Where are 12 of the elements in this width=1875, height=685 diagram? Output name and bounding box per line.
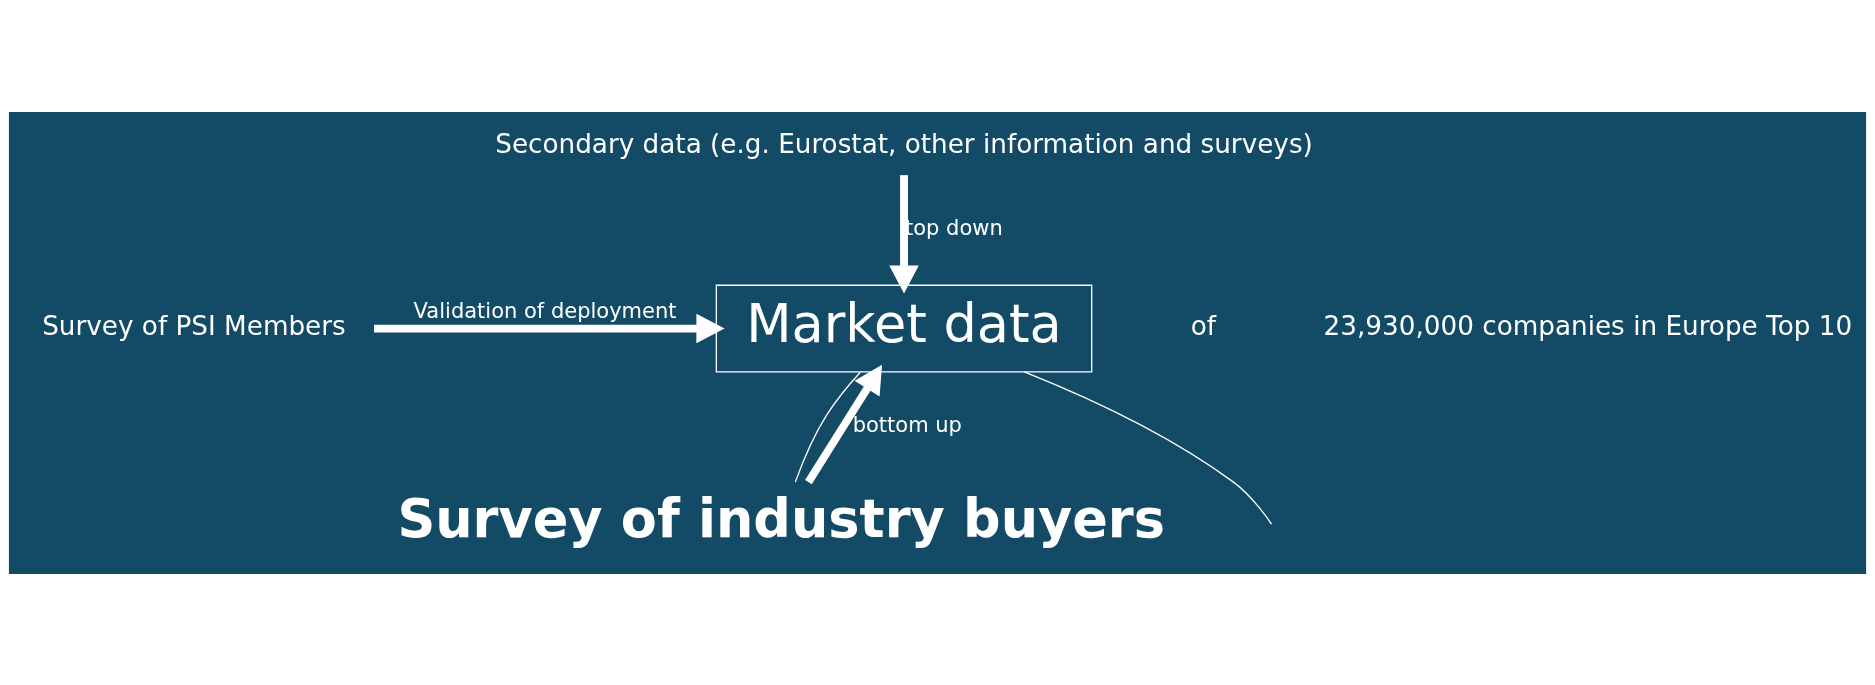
edge-label: bottom up [852,412,962,437]
connector [1023,370,1273,525]
node-text: Secondary data (e.g. Eurostat, other information and surveys) [495,128,1313,159]
label: of [1190,310,1216,341]
arrow [889,174,919,294]
connector [794,371,861,483]
label: 23,930,000 companies in Europe Top 10 [1323,310,1853,341]
edge-label: Validation of deployment [413,298,677,323]
node-text: Survey of PSI Members [42,310,346,341]
arrow [805,364,883,484]
node-box: Market data [715,284,1093,373]
node-text: Survey of industry buyers [397,487,1165,549]
